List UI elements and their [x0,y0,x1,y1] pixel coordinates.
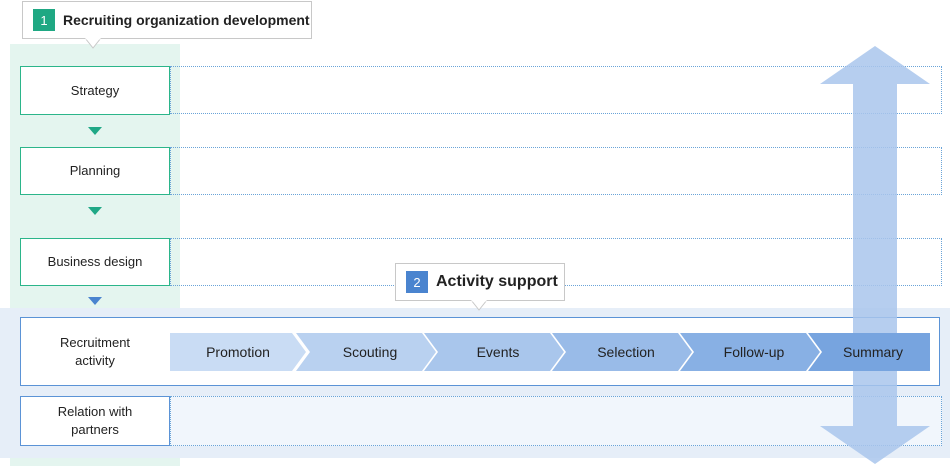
stage-business-design: Business design [20,238,170,286]
pipeline-step-follow-up: Follow-up [680,333,820,371]
stage-strategy: Strategy [20,66,170,115]
stage-planning: Planning [20,147,170,195]
callout-title: Activity support [436,273,558,290]
relation-partners-row [170,396,942,446]
callout-pointer-icon [85,38,101,49]
pipeline-step-scouting: Scouting [296,333,436,371]
double-arrow-icon [820,46,930,464]
pipeline-step-summary: Summary [808,333,930,371]
step-number-badge: 1 [33,9,55,31]
strategy-row [170,66,942,114]
callout-org-development: 1 Recruiting organization development [22,1,312,39]
step-number-badge: 2 [406,271,428,293]
pipeline-step-promotion: Promotion [170,333,306,371]
callout-pointer-icon [471,300,487,311]
pipeline-step-events: Events [424,333,564,371]
planning-row [170,147,942,195]
pipeline-step-selection: Selection [552,333,692,371]
stage-relation-partners: Relation with partners [20,396,170,446]
stage-recruitment-activity: Recruitment activity [59,334,131,368]
down-arrow-icon [88,207,102,215]
down-arrow-icon [88,297,102,305]
callout-title: Recruiting organization development [63,12,310,28]
down-arrow-icon [88,127,102,135]
callout-activity-support: 2 Activity support [395,263,565,301]
